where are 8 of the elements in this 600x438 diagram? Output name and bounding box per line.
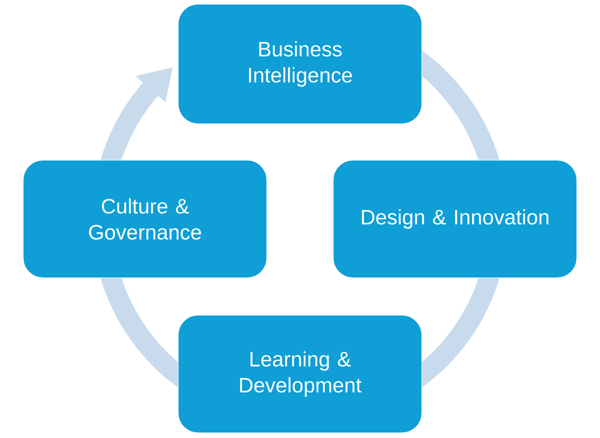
arc-connector: [422, 278, 500, 388]
stage-box: Business Intelligence: [177, 3, 423, 125]
stage-box: Culture & Governance: [22, 159, 268, 279]
curved-arrow: [100, 67, 173, 160]
stage-box: Learning & Development: [177, 314, 423, 434]
stage-box: Design & Innovation: [332, 159, 578, 279]
arc-connector: [100, 278, 178, 388]
arc-connector: [422, 50, 500, 160]
